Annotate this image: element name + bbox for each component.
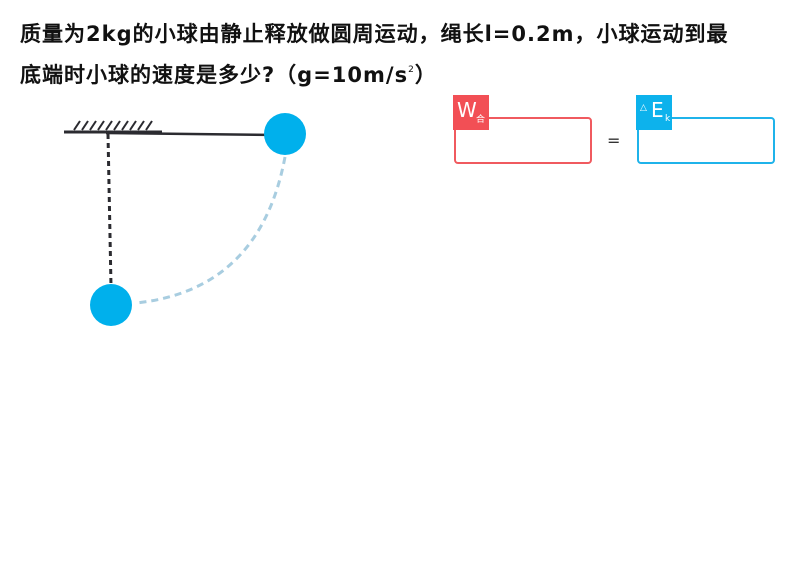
question-line-2-end: ）	[414, 63, 437, 87]
question-text: 质量为2kg的小球由静止释放做圆周运动，绳长l=0.2m，小球运动到最 底端时小…	[20, 16, 780, 93]
vertical-rope-dashed	[106, 133, 113, 287]
kinetic-energy-label: △ E k	[636, 95, 672, 130]
energy-subscript: k	[665, 114, 671, 124]
squared-superscript: 2	[408, 65, 415, 75]
question-line-2-main: 底端时小球的速度是多少?（g=10m/s	[20, 63, 409, 87]
work-label: W 合	[453, 95, 489, 130]
delta-icon: △	[640, 103, 647, 113]
question-line-2: 底端时小球的速度是多少?（g=10m/s2）	[20, 52, 780, 93]
question-line-1: 质量为2kg的小球由静止释放做圆周运动，绳长l=0.2m，小球运动到最	[20, 22, 729, 46]
ceiling-support	[64, 120, 162, 134]
ball-bottom	[90, 284, 132, 326]
ceiling-hatching	[73, 120, 153, 131]
equals-sign: =	[607, 131, 621, 150]
energy-symbol: E	[651, 98, 664, 122]
horizontal-rope	[105, 131, 281, 137]
work-subscript: 合	[476, 115, 486, 125]
work-symbol: W	[457, 98, 477, 122]
trajectory-arc	[135, 156, 287, 305]
ball-start	[264, 113, 306, 155]
